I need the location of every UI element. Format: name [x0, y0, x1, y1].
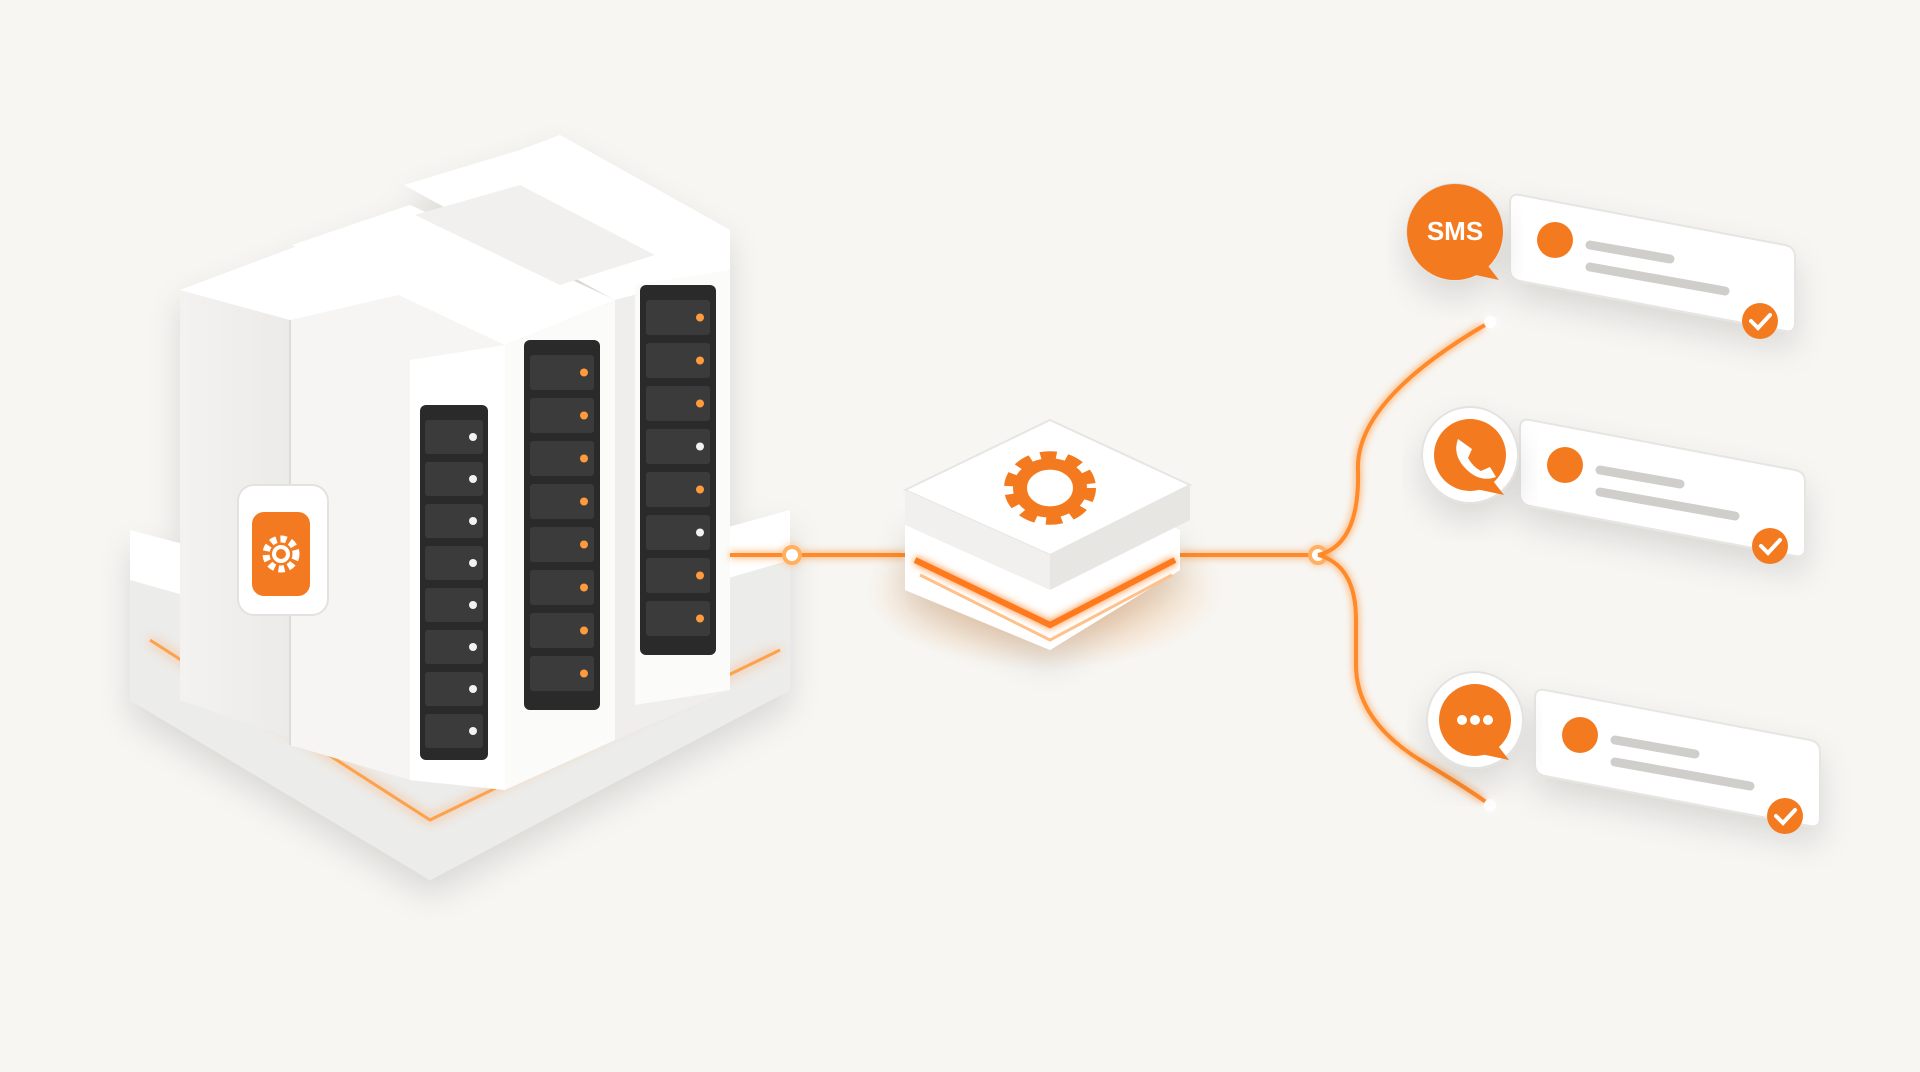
status-led	[469, 643, 477, 651]
rack-slot	[530, 656, 594, 691]
status-dot	[1547, 447, 1583, 483]
rack-slot	[646, 472, 710, 507]
rack-slot	[530, 613, 594, 648]
message-card	[1519, 418, 1806, 558]
status-led	[696, 485, 704, 494]
rack-slot	[646, 300, 710, 335]
status-led	[580, 540, 588, 549]
rack-slot	[530, 441, 594, 476]
rack-slot	[646, 515, 710, 550]
status-led	[469, 433, 477, 441]
server-cluster	[130, 135, 790, 880]
rack-slot	[646, 343, 710, 378]
rack-slot	[425, 504, 483, 538]
rack-slot	[530, 527, 594, 562]
status-led	[580, 669, 588, 678]
sms-label: SMS	[1427, 216, 1483, 246]
text-line	[1585, 262, 1730, 296]
server-led-group	[425, 300, 710, 748]
channel-list: SMS	[1406, 183, 1821, 834]
status-led	[696, 399, 704, 408]
channel-card-3	[1426, 671, 1821, 834]
status-led	[696, 313, 704, 322]
rack-slot	[530, 355, 594, 390]
rack-slot	[425, 588, 483, 622]
processing-hub	[865, 418, 1225, 670]
check-icon	[1767, 798, 1803, 834]
server-gear-badge	[237, 484, 329, 616]
status-led	[469, 559, 477, 567]
chat-dots-bubble-icon	[1426, 671, 1524, 769]
branch-phone	[1317, 553, 1492, 807]
phone-bubble-icon	[1421, 406, 1519, 504]
status-led	[696, 528, 704, 537]
rack-slot	[425, 420, 483, 454]
channel-card-2	[1421, 406, 1806, 564]
status-led	[469, 601, 477, 609]
status-led	[696, 614, 704, 623]
check-icon	[1752, 528, 1788, 564]
status-dot	[1537, 222, 1573, 258]
text-line	[1610, 757, 1755, 791]
text-line	[1610, 735, 1700, 759]
rack-slot	[530, 398, 594, 433]
status-led	[580, 411, 588, 420]
status-led	[696, 356, 704, 365]
status-led	[469, 517, 477, 525]
status-led	[580, 368, 588, 377]
rack-slot	[425, 462, 483, 496]
status-led	[469, 475, 477, 483]
rack-slot	[646, 429, 710, 464]
sms-bubble-icon: SMS	[1406, 183, 1504, 281]
gear-icon	[262, 535, 300, 573]
link-node	[782, 545, 802, 565]
rack-slot	[530, 570, 594, 605]
rack-slot	[425, 672, 483, 706]
text-line	[1595, 487, 1740, 521]
branch-sms-end	[1484, 316, 1496, 328]
branch-chat-end	[1484, 799, 1496, 811]
text-line	[1585, 240, 1675, 264]
status-dot	[1562, 717, 1598, 753]
status-led	[580, 454, 588, 463]
channel-card-1: SMS	[1406, 183, 1796, 339]
status-led	[696, 571, 704, 580]
rack-slot	[530, 484, 594, 519]
rack-slot	[425, 546, 483, 580]
check-icon	[1742, 303, 1778, 339]
status-led	[469, 685, 477, 693]
rack-slot	[425, 630, 483, 664]
rack-slot	[646, 558, 710, 593]
rack-slot	[425, 714, 483, 748]
branch-sms	[1317, 320, 1492, 557]
rack-slot	[646, 601, 710, 636]
rack-slot	[646, 386, 710, 421]
status-led	[580, 497, 588, 506]
text-line	[1595, 465, 1685, 489]
message-card	[1509, 193, 1796, 333]
gear-icon	[1004, 451, 1096, 525]
status-led	[469, 727, 477, 735]
status-led	[580, 583, 588, 592]
connection-lines	[730, 316, 1496, 811]
message-card	[1534, 688, 1821, 828]
status-led	[580, 626, 588, 635]
status-led	[696, 442, 704, 451]
